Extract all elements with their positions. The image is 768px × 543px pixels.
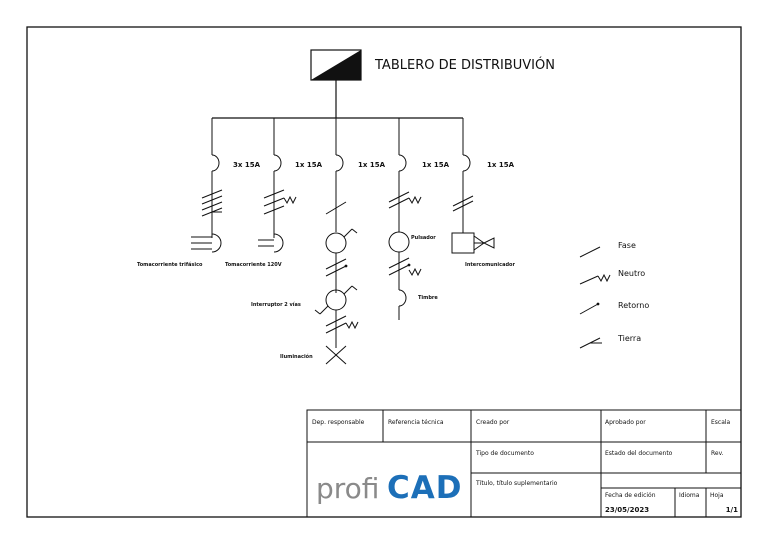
three-phase-outlet-symbol: [191, 233, 222, 253]
legend-label: Tierra: [617, 334, 641, 343]
tb-aprobado-por: Aprobado por: [605, 419, 646, 426]
breaker-label: 1x 15A: [295, 161, 323, 169]
switch-symbol: [325, 228, 358, 293]
legend: Fase Neutro Retorno Tierra: [579, 241, 649, 349]
proficad-logo: profi CAD: [316, 470, 462, 506]
breaker-label: 3x 15A: [233, 161, 261, 169]
conductor-marks: [325, 201, 347, 215]
bell-symbol: [398, 289, 407, 320]
distribution-board-symbol: [310, 49, 362, 81]
device-label: Tomacorriente trifásico: [137, 261, 203, 268]
conductor-marks: [452, 195, 474, 212]
two-way-switch-symbol: [314, 285, 359, 348]
title-block: [306, 409, 742, 518]
device-label: Iluminación: [280, 353, 313, 360]
svg-text:CAD: CAD: [387, 470, 462, 506]
device-label: Tomacorriente 120V: [225, 262, 282, 268]
push-button-symbol: [388, 231, 422, 290]
tb-escala: Escala: [711, 419, 731, 426]
device-label: Pulsador: [411, 235, 436, 241]
tb-creado-por: Creado por: [476, 419, 510, 426]
branch-2: [273, 118, 282, 238]
tb-dep-responsable: Dep. responsable: [312, 419, 365, 426]
conductor-marks: [388, 191, 422, 209]
branch-1: [211, 118, 220, 238]
conductor-marks: [201, 189, 223, 217]
intercom-symbol: [451, 232, 495, 254]
legend-label: Fase: [618, 241, 636, 250]
tb-estado-documento: Estado del documento: [605, 450, 673, 457]
device-label: Timbre: [418, 295, 438, 301]
branch-5: [462, 118, 471, 233]
legend-retorno-symbol: [579, 303, 599, 315]
branch-3: [335, 118, 344, 232]
tb-tipo-documento: Tipo de documento: [475, 450, 534, 457]
legend-neutro-symbol: [579, 275, 599, 285]
board-title: TABLERO DE DISTRIBUVIÓN: [374, 57, 555, 73]
tb-idioma: Idioma: [679, 492, 700, 499]
lamp-symbol: [325, 345, 347, 365]
tb-hoja-value: 1/1: [726, 506, 738, 514]
outlet-120v-symbol: [258, 233, 284, 253]
breaker-label: 1x 15A: [358, 161, 386, 169]
legend-fase-symbol: [579, 246, 601, 258]
breaker-label: 1x 15A: [422, 161, 450, 169]
breaker-label: 1x 15A: [487, 161, 515, 169]
legend-label: Retorno: [618, 301, 649, 310]
conductor-marks: [263, 189, 297, 215]
svg-text:profi: profi: [316, 472, 379, 505]
device-label: Intercomunicador: [465, 262, 515, 268]
legend-label: Neutro: [618, 269, 645, 278]
device-label: Interruptor 2 vías: [251, 301, 301, 308]
tb-fecha-value: 23/05/2023: [605, 506, 649, 514]
tb-rev: Rev.: [711, 450, 724, 457]
branch-4: [398, 118, 407, 232]
tb-titulo: Título, título suplementario: [475, 480, 558, 487]
tb-fecha-label: Fecha de edición: [605, 492, 656, 499]
tb-referencia-tecnica: Referencia técnica: [388, 419, 444, 426]
tb-hoja-label: Hoja: [710, 492, 724, 499]
